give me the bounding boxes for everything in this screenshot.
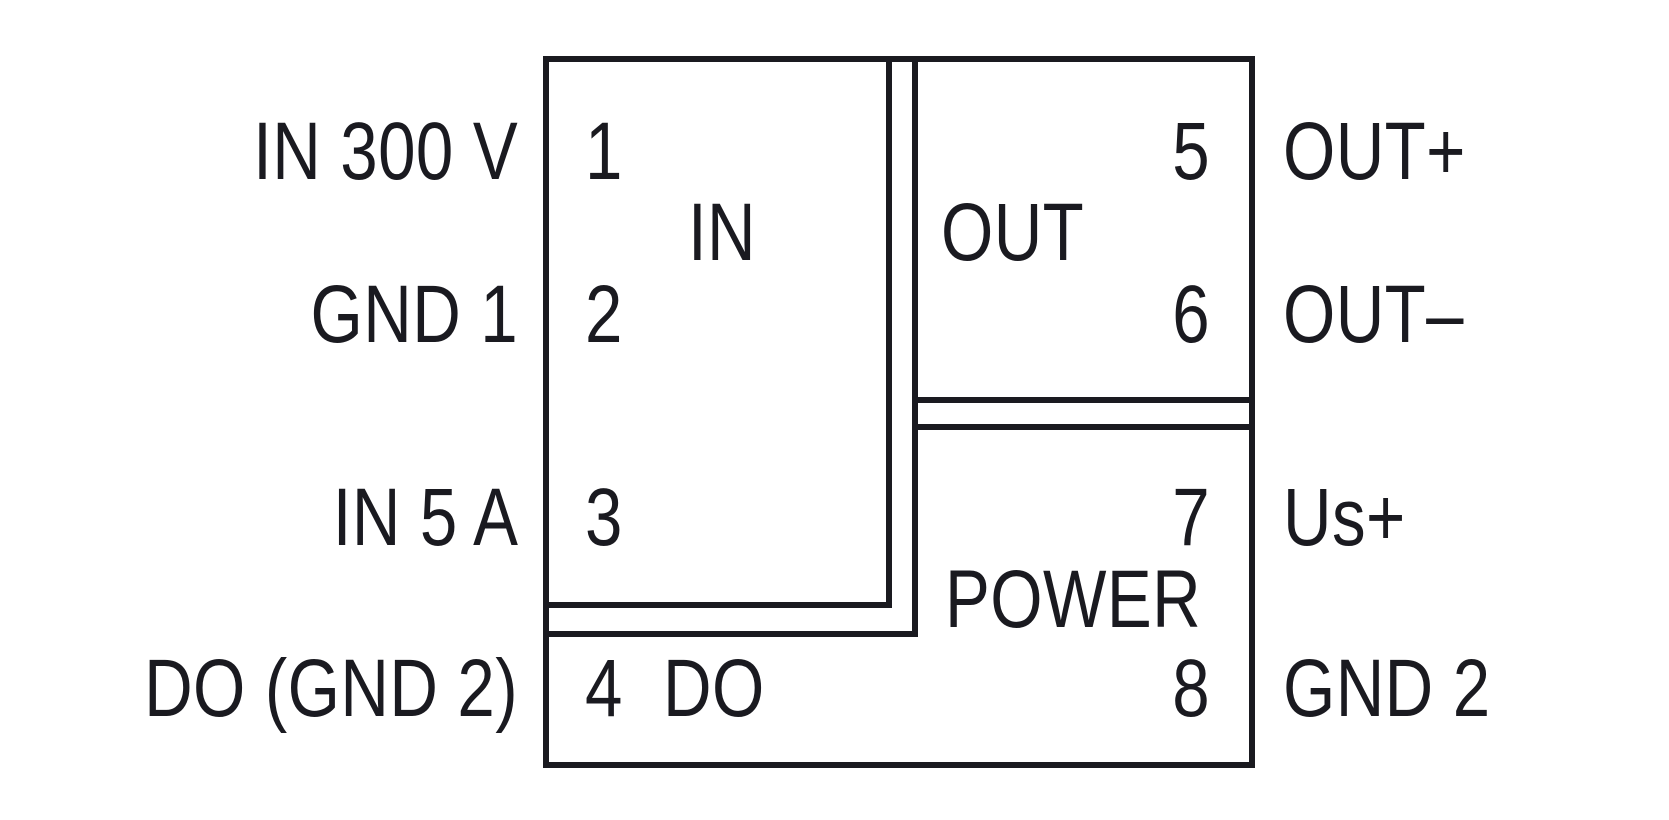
in-block-caption: IN — [687, 187, 757, 278]
terminal-label-pin5: OUT+ — [1283, 106, 1466, 197]
in-block-right-border — [886, 56, 892, 608]
in-block-bottom-border — [543, 602, 892, 608]
pin-number-2: 2 — [585, 269, 623, 360]
terminal-label-pin2: GND 1 — [310, 269, 518, 360]
pin-number-5: 5 — [1172, 106, 1210, 197]
pin-number-8: 8 — [1172, 643, 1210, 734]
terminal-label-pin1: IN 300 V — [253, 106, 518, 197]
power-block-caption: POWER — [945, 554, 1202, 645]
pin-number-1: 1 — [585, 106, 623, 197]
pin-number-6: 6 — [1172, 269, 1210, 360]
terminal-label-pin6: OUT– — [1283, 269, 1464, 360]
terminal-label-pin4: DO (GND 2) — [144, 643, 518, 734]
power-block-top-border — [912, 424, 1255, 430]
do-strip-top-border — [543, 631, 918, 637]
terminal-label-pin3: IN 5 A — [332, 472, 518, 563]
out-block-caption: OUT — [941, 187, 1085, 278]
pin-number-4: 4 — [585, 643, 623, 734]
terminal-label-pin7: Us+ — [1283, 472, 1406, 563]
pin-number-3: 3 — [585, 472, 623, 563]
out-power-block-left-border — [912, 56, 918, 637]
pin-number-7: 7 — [1172, 472, 1210, 563]
module-outline — [543, 56, 1255, 768]
do-block-caption: DO — [663, 643, 765, 734]
terminal-label-pin8: GND 2 — [1283, 643, 1491, 734]
out-block-bottom-border — [912, 397, 1255, 403]
